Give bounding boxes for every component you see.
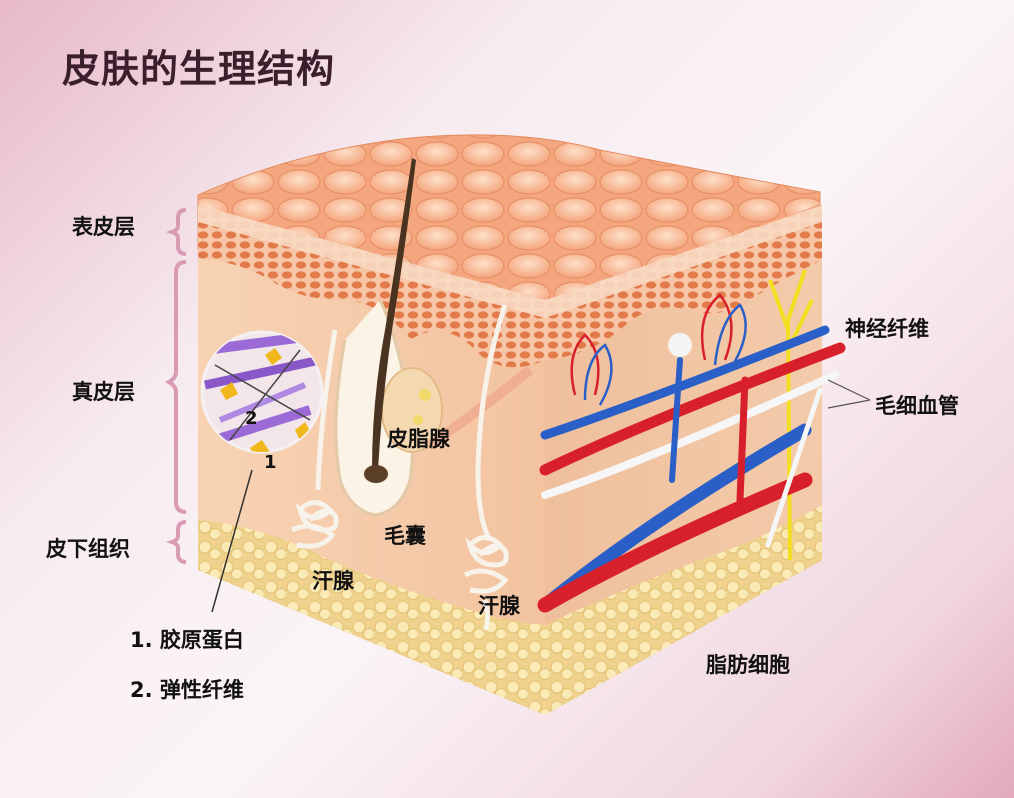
hair-follicle <box>334 299 414 517</box>
label-capillary: 毛细血管 <box>875 394 959 418</box>
blood-vessels <box>537 325 846 613</box>
capillary-leaders <box>827 379 871 409</box>
label-sweat-gland-left: 汗腺 <box>312 569 354 593</box>
fat-layer-right <box>545 505 822 715</box>
capillary-loops <box>570 293 747 406</box>
label-dermis: 真皮层 <box>72 380 135 404</box>
fiber-inset <box>200 330 324 454</box>
page-title: 皮肤的生理结构 <box>62 47 336 91</box>
legend-elastic-fiber: 2. 弹性纤维 <box>130 678 244 702</box>
label-hair-follicle: 毛囊 <box>384 524 426 548</box>
label-subcutaneous: 皮下组织 <box>46 537 130 561</box>
hair-shaft <box>372 158 416 470</box>
layer-brackets <box>164 208 187 564</box>
inset-pointer <box>211 469 253 613</box>
label-epidermis: 表皮层 <box>72 215 135 239</box>
sweat-gland-left <box>290 329 339 549</box>
marker-1: 1 <box>264 452 277 473</box>
marker-2: 2 <box>245 408 258 429</box>
legend-collagen: 1. 胶原蛋白 <box>130 628 244 652</box>
label-nerve-fiber: 神经纤维 <box>845 317 929 341</box>
sweat-gland-right <box>463 304 509 632</box>
fat-layer-front <box>198 520 545 715</box>
label-sweat-gland-right: 汗腺 <box>478 594 520 618</box>
label-fat-cells: 脂肪细胞 <box>706 653 790 677</box>
nerve-receptor <box>668 333 692 357</box>
label-sebaceous-gland: 皮脂腺 <box>387 427 450 451</box>
